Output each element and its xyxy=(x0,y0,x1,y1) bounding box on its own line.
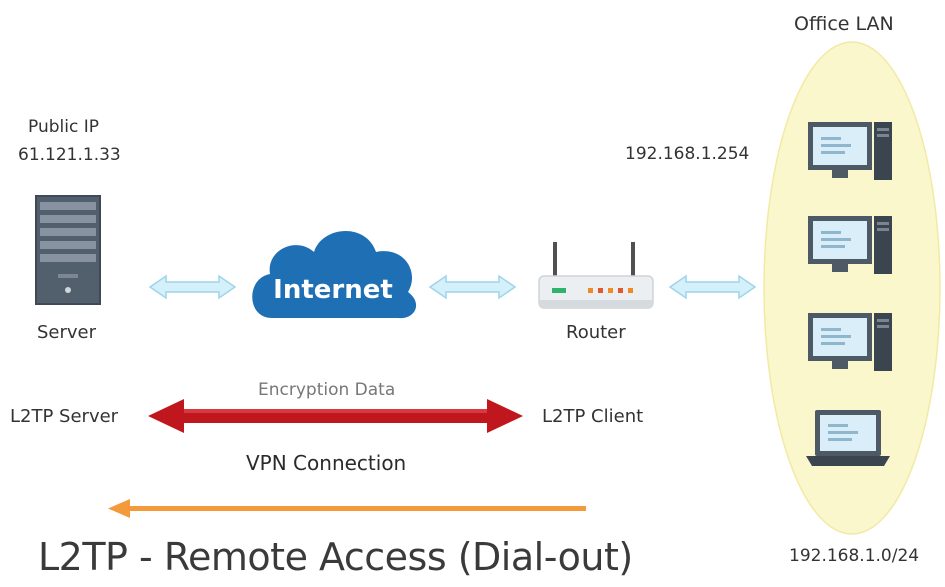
desktop-icon xyxy=(808,216,892,274)
vpn-double-arrow xyxy=(148,399,523,433)
internet-label: Internet xyxy=(273,275,393,305)
server-icon xyxy=(35,195,101,305)
page-title: L2TP - Remote Access (Dial-out) xyxy=(38,535,633,579)
l2tp-server-label: L2TP Server xyxy=(10,406,119,427)
encryption-data-label: Encryption Data xyxy=(258,380,396,400)
public-ip-label: Public IP xyxy=(28,117,99,137)
cloud-icon: Internet xyxy=(252,230,417,319)
server-label: Server xyxy=(37,322,97,343)
router-label: Router xyxy=(566,322,626,343)
link-arrow-router-lan xyxy=(668,274,757,300)
office-lan-subnet: 192.168.1.0/24 xyxy=(789,546,920,566)
public-ip-value: 61.121.1.33 xyxy=(18,145,121,165)
l2tp-client-label: L2TP Client xyxy=(542,406,644,427)
laptop-icon xyxy=(806,410,890,466)
desktop-icon xyxy=(808,122,892,180)
vpn-connection-label: VPN Connection xyxy=(246,451,407,475)
link-arrow-server-internet xyxy=(148,274,237,300)
router-icon xyxy=(538,242,654,309)
office-lan-title: Office LAN xyxy=(794,13,894,35)
direction-arrow xyxy=(108,499,586,518)
link-arrow-internet-router xyxy=(428,274,517,300)
router-ip: 192.168.1.254 xyxy=(625,144,750,164)
desktop-icon xyxy=(808,313,892,371)
